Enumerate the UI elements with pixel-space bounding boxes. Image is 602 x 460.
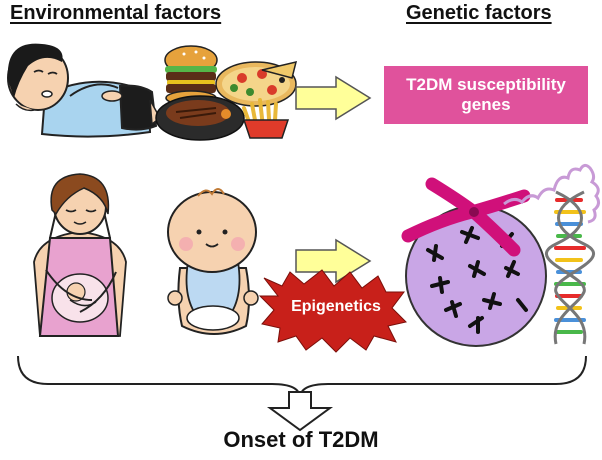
dna-helix-illustration	[545, 190, 595, 345]
gene-box-background	[384, 66, 588, 124]
t2dm-susceptibility-genes-box: T2DM susceptibility genes	[384, 66, 588, 124]
baby-illustration	[167, 188, 259, 335]
epigenetics-burst	[258, 269, 407, 353]
pregnant-woman-illustration	[33, 173, 127, 337]
lying-man-illustration	[7, 43, 161, 138]
epigenetics-label: Epigenetics	[291, 298, 381, 315]
chromatin-coil	[503, 163, 601, 224]
environmental-factors-heading: Environmental factors	[10, 2, 222, 24]
arrow-environment-to-genes	[295, 75, 372, 121]
genetic-factors-heading: Genetic factors	[406, 2, 552, 24]
arrow-prenatal-to-genome	[295, 238, 372, 284]
gene-box-line-2: genes	[461, 95, 511, 114]
junk-food-illustration	[155, 45, 298, 141]
onset-of-t2dm-label: Onset of T2DM	[223, 427, 379, 452]
down-arrow-to-onset	[266, 391, 334, 432]
gene-box-line-1: T2DM susceptibility	[406, 75, 566, 94]
